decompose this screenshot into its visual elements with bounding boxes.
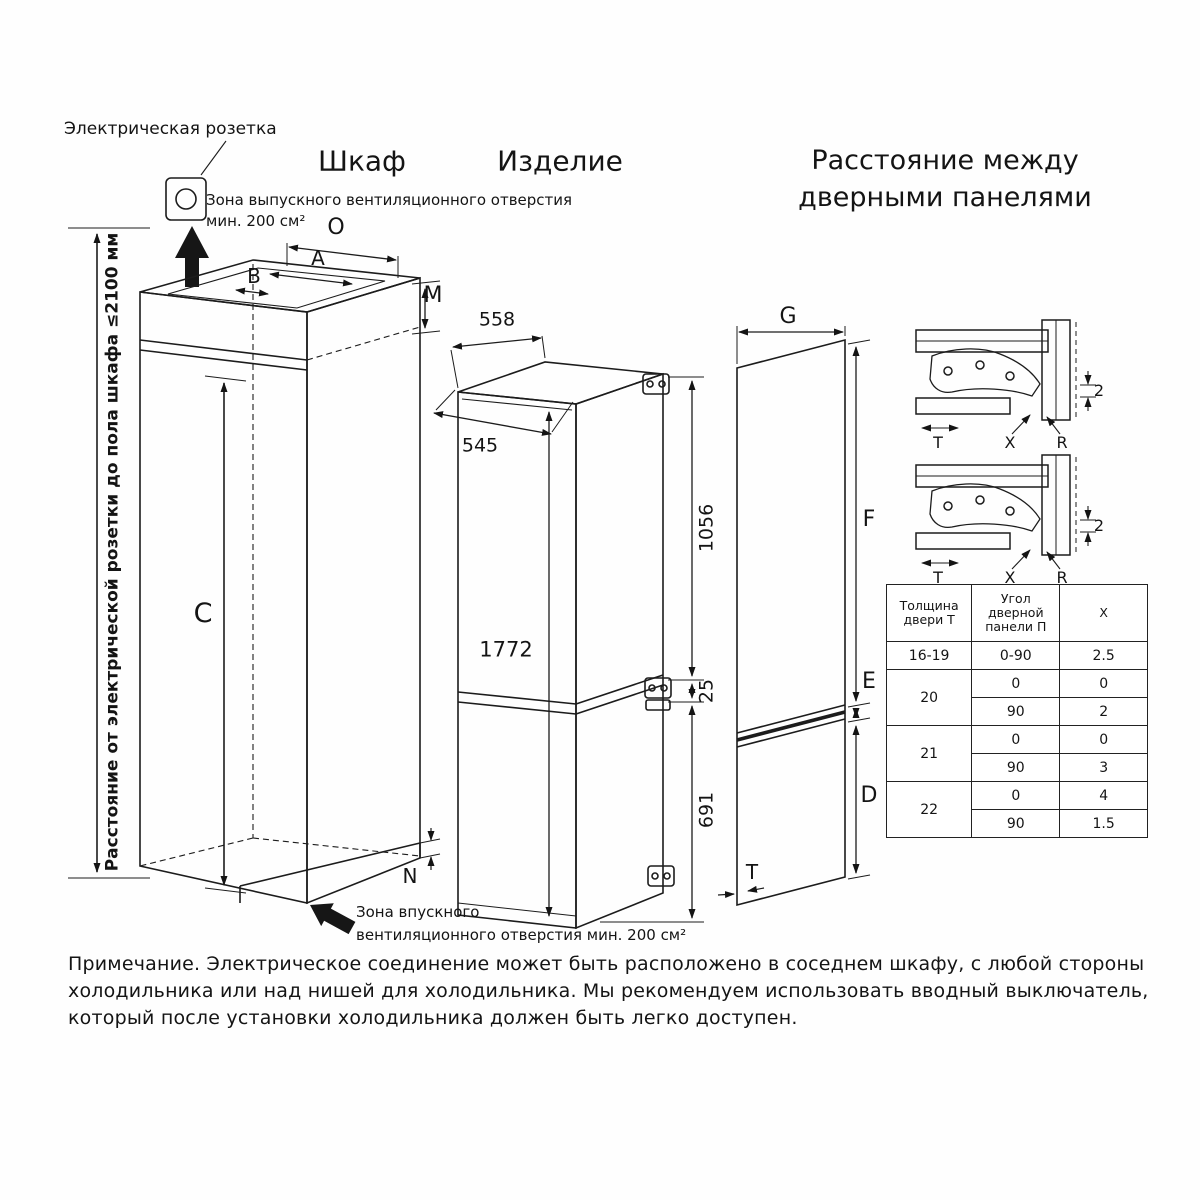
dim-1056: 1056 — [695, 503, 718, 553]
hinge2-gap-2: 2 — [1093, 516, 1105, 536]
dim-558: 558 — [478, 308, 516, 331]
table-cell-thickness: 21 — [885, 725, 973, 782]
table-cell-x: 0 — [1059, 725, 1148, 754]
hinge1-dim-T: T — [933, 433, 943, 453]
table-cell-thickness: 22 — [885, 781, 973, 838]
table-header-angle: Угол дверной панели П — [971, 584, 1061, 642]
dim-1772: 1772 — [479, 637, 533, 662]
hinge-icons — [642, 373, 675, 887]
dim-O: O — [327, 214, 345, 240]
hinge-detail-1 — [915, 319, 1096, 435]
note-line3: который после установки холодильника дол… — [68, 1007, 798, 1029]
cabinet-drawing — [68, 140, 441, 935]
note-line1: Примечание. Электрическое соединение мож… — [68, 953, 1145, 975]
dim-C: C — [193, 598, 213, 630]
hinge2-dim-R: R — [1056, 568, 1068, 588]
hinge1-dim-R: R — [1056, 433, 1068, 453]
table-cell-angle: 90 — [971, 809, 1061, 838]
hinge-detail-2 — [915, 454, 1096, 570]
table-header-x: X — [1059, 584, 1148, 642]
header-door-distance-line2: дверными панелями — [798, 182, 1092, 214]
header-door-distance-line1: Расстояние между — [811, 145, 1079, 177]
socket-icon — [165, 140, 227, 221]
table-cell-thickness: 16-19 — [885, 641, 973, 670]
vent-top-label-line1: Зона выпускного вентиляционного отверсти… — [206, 191, 573, 209]
table-cell-angle: 0-90 — [971, 641, 1061, 670]
dim-545: 545 — [461, 434, 499, 457]
dim-T-door: T — [745, 860, 759, 884]
table-cell-x: 4 — [1059, 781, 1148, 810]
hinge1-dim-X: X — [1004, 433, 1016, 453]
product-drawing — [433, 335, 704, 930]
dim-D: D — [860, 782, 878, 808]
table-cell-angle: 0 — [971, 725, 1061, 754]
vent-up-arrow — [175, 226, 209, 287]
door-panel-drawing — [717, 326, 871, 907]
socket-label: Электрическая розетка — [64, 119, 277, 139]
table-cell-angle: 90 — [971, 753, 1061, 782]
dim-B: B — [247, 264, 261, 288]
vent-bottom-label-line2: вентиляционного отверстия мин. 200 см² — [356, 926, 687, 944]
table-header-thickness: Толщина двери T — [885, 584, 973, 642]
table-cell-x: 2.5 — [1059, 641, 1148, 670]
dim-A: A — [311, 246, 325, 270]
table-cell-angle: 90 — [971, 697, 1061, 726]
table-cell-angle: 0 — [971, 669, 1061, 698]
table-cell-x: 3 — [1059, 753, 1148, 782]
vent-bottom-arrow — [310, 903, 356, 935]
door-panel-table: Толщина двери T Угол дверной панели П X … — [885, 584, 1148, 838]
dim-M: M — [423, 282, 443, 308]
hinge1-gap-2: 2 — [1093, 381, 1105, 401]
header-cabinet: Шкаф — [318, 144, 406, 178]
dim-N: N — [402, 864, 418, 888]
hinge2-dim-T: T — [933, 568, 943, 588]
dim-E: E — [862, 668, 876, 694]
hinge2-dim-X: X — [1004, 568, 1016, 588]
table-cell-x: 2 — [1059, 697, 1148, 726]
dim-G: G — [779, 303, 797, 329]
table-cell-x: 0 — [1059, 669, 1148, 698]
header-product: Изделие — [497, 144, 623, 178]
vent-bottom-label-line1: Зона впускного — [356, 903, 480, 921]
table-cell-thickness: 20 — [885, 669, 973, 726]
dim-F: F — [862, 506, 876, 532]
socket-to-floor-label: Расстояние от электрической розетки до п… — [102, 232, 123, 872]
vent-top-label-line2: мин. 200 см² — [206, 212, 306, 230]
dim-691: 691 — [695, 791, 718, 829]
table-cell-angle: 0 — [971, 781, 1061, 810]
dim-25: 25 — [695, 678, 718, 704]
table-cell-x: 1.5 — [1059, 809, 1148, 838]
note-line2: холодильника или над нишей для холодильн… — [68, 980, 1149, 1002]
